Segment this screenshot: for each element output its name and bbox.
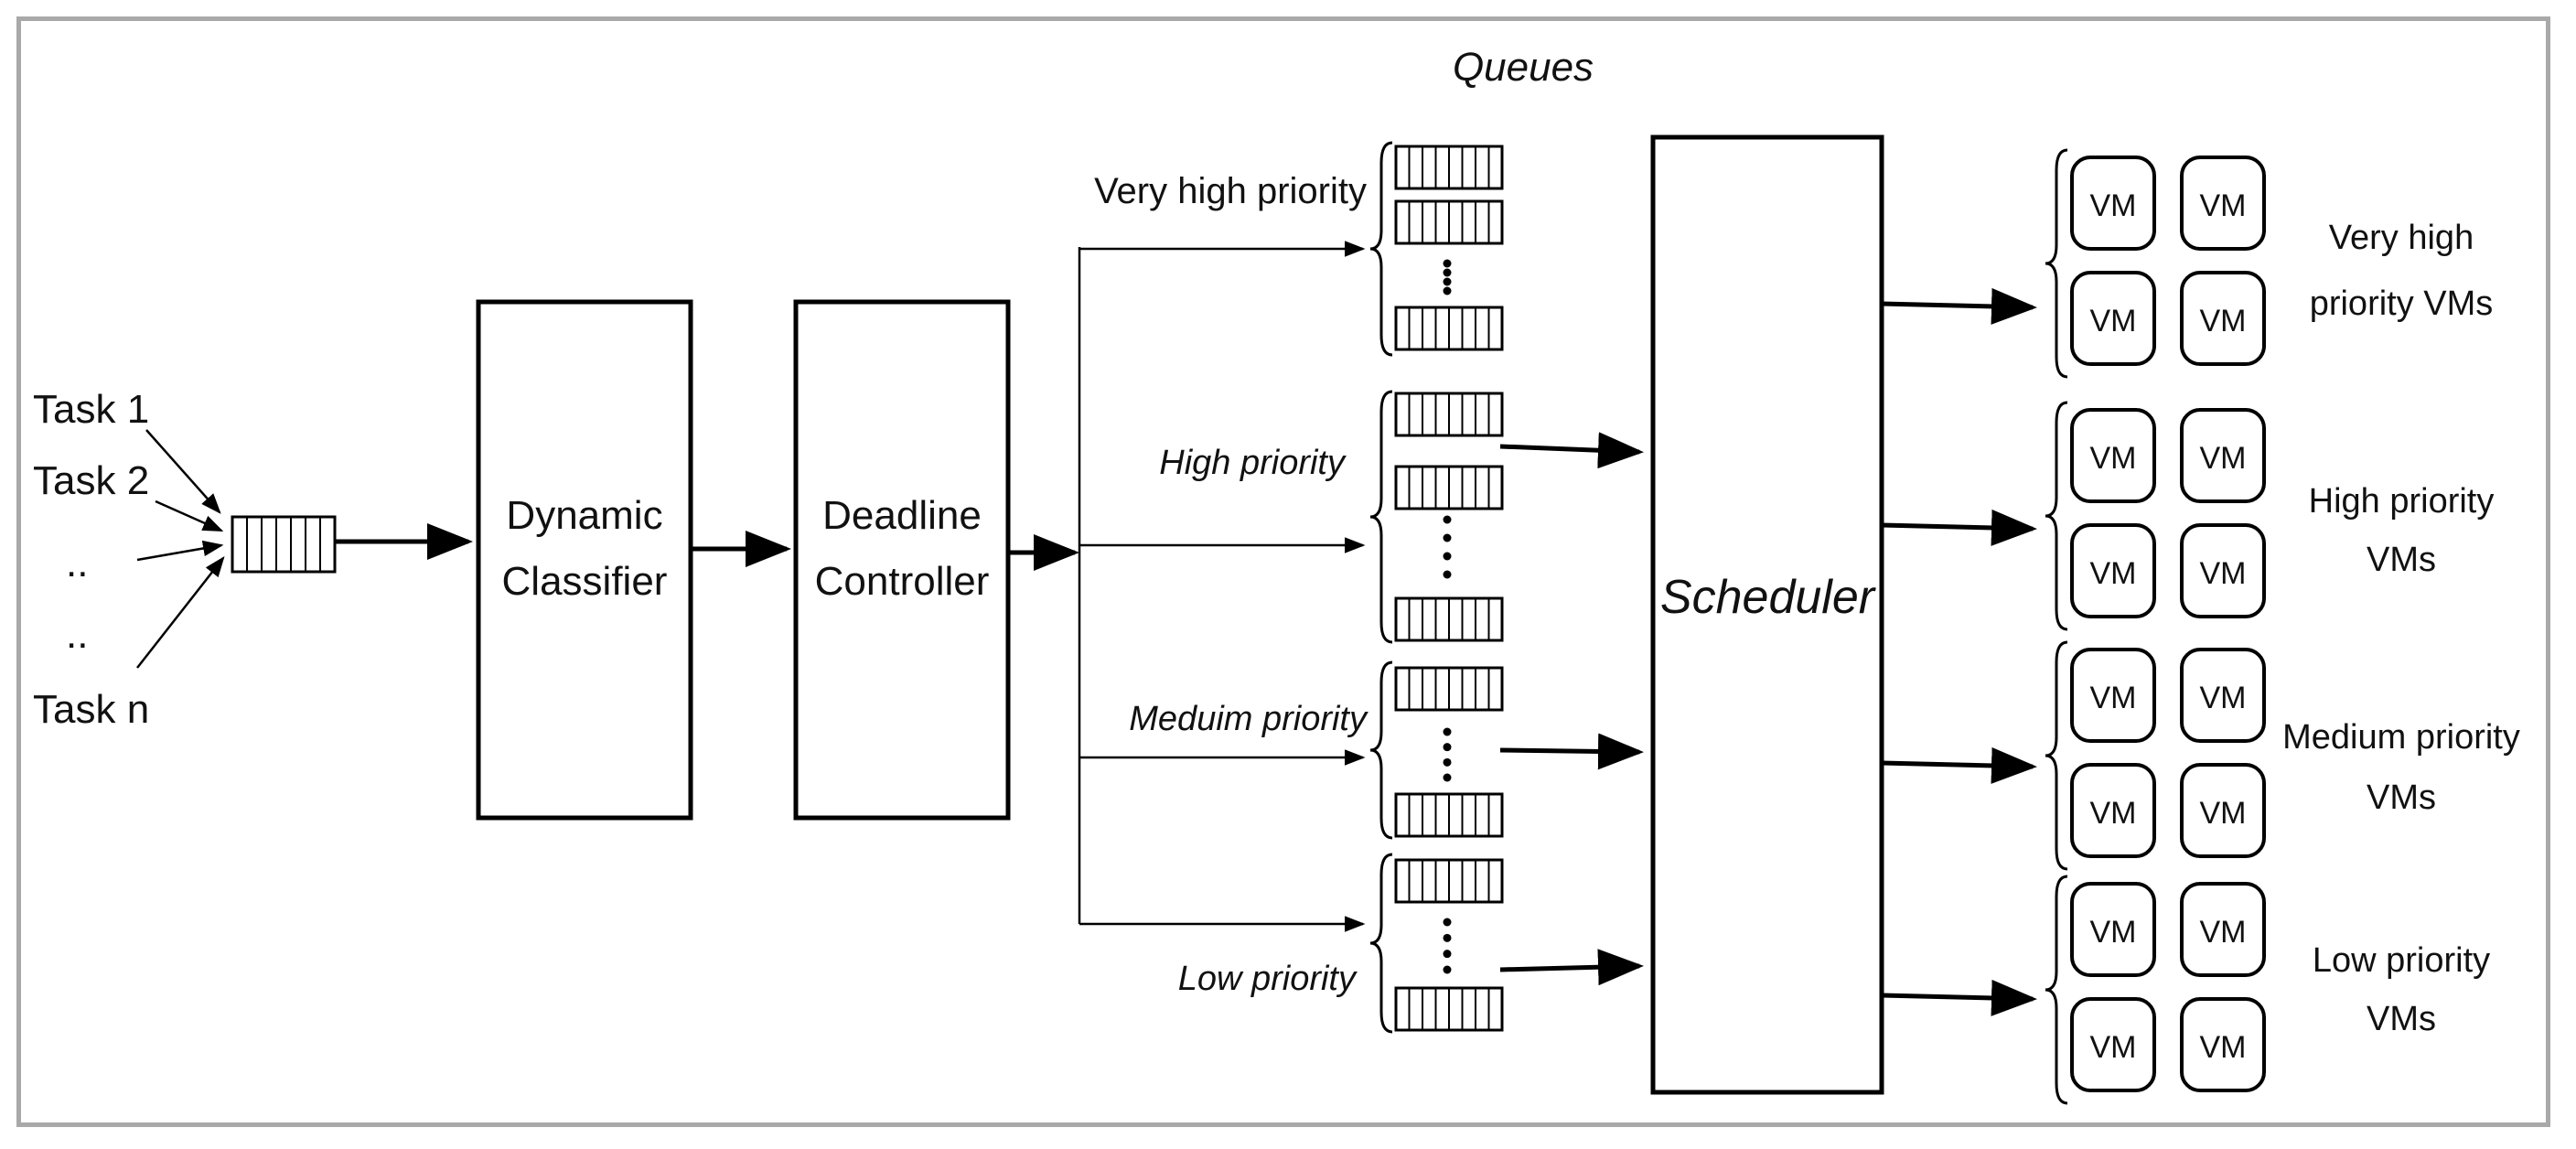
queue-bar-medium-1	[1394, 666, 1504, 712]
queue-bar-medium-2	[1394, 792, 1504, 838]
vm-label-medium-line2: VMs	[2367, 779, 2436, 817]
vm-very-high-2: VM	[2180, 156, 2266, 251]
vm-label-very-high-line2: priority VMs	[2310, 285, 2494, 323]
vm-high-1: VM	[2070, 408, 2156, 503]
vm-group-medium: VM VM VM VM	[2045, 640, 2266, 871]
splitter-arrows	[1079, 241, 1366, 932]
vm-high-2: VM	[2180, 408, 2266, 503]
queue-brace-low	[1369, 853, 1393, 1034]
queue-bar-very-high-3	[1394, 306, 1504, 351]
vm-low-4: VM	[2180, 997, 2266, 1092]
vm-label: VM	[2090, 304, 2137, 338]
dynamic-classifier-label-line2: Classifier	[502, 559, 668, 604]
queue-bar-very-high-2	[1394, 199, 1504, 245]
vm-label: VM	[2200, 441, 2247, 476]
vm-low-2: VM	[2180, 882, 2266, 977]
queue-dots-medium	[1443, 727, 1452, 782]
vm-label-high-line1: High priority	[2309, 482, 2495, 521]
queue-brace-very-high	[1369, 141, 1393, 357]
vm-very-high-4: VM	[2180, 271, 2266, 366]
queue-brace-medium	[1369, 660, 1393, 840]
deadline-controller-box	[793, 299, 1011, 821]
deadline-controller-label-line1: Deadline	[822, 493, 982, 538]
vm-label: VM	[2200, 556, 2247, 591]
queue-bar-low-1	[1394, 858, 1504, 904]
vm-label: VM	[2200, 188, 2247, 223]
vm-brace-medium	[2045, 640, 2068, 871]
queue-dots-low	[1443, 918, 1452, 974]
vm-high-4: VM	[2180, 523, 2266, 618]
queues-title: Queues	[1453, 45, 1594, 90]
vm-very-high-3: VM	[2070, 271, 2156, 366]
vm-label: VM	[2200, 796, 2247, 831]
vm-groups: VM VM VM VM VM VM VM VM VM VM VM VM VM VM VM VM	[2045, 148, 2266, 1105]
vm-label: VM	[2090, 441, 2137, 476]
queue-dots-very-high	[1443, 259, 1452, 295]
vm-low-1: VM	[2070, 882, 2156, 977]
priority-label-medium: Meduim priority	[1129, 700, 1368, 738]
vm-brace-very-high	[2045, 148, 2068, 379]
scheduler-to-vm-arrows	[1881, 287, 2037, 1016]
queue-group-medium	[1369, 660, 1504, 840]
vm-low-3: VM	[2070, 997, 2156, 1092]
vm-label: VM	[2090, 556, 2137, 591]
vm-group-very-high: VM VM VM VM	[2045, 148, 2266, 379]
priority-label-low: Low priority	[1178, 960, 1358, 998]
scheduler-label: Scheduler	[1660, 571, 1877, 624]
vm-label: VM	[2090, 188, 2137, 223]
vm-very-high-1: VM	[2070, 156, 2156, 251]
queue-bar-very-high-1	[1394, 145, 1504, 190]
vm-medium-3: VM	[2070, 763, 2156, 858]
task-label-n: Task n	[33, 687, 149, 732]
vm-brace-low	[2045, 875, 2068, 1105]
vm-label-low-line2: VMs	[2367, 1000, 2436, 1038]
deadline-controller-label-line2: Controller	[815, 559, 990, 604]
vm-group-low: VM VM VM VM	[2045, 875, 2266, 1105]
queue-group-low	[1369, 853, 1504, 1034]
queue-dots-high	[1443, 515, 1452, 579]
queue-brace-high	[1369, 390, 1393, 644]
vm-label: VM	[2090, 1030, 2137, 1065]
vm-label: VM	[2090, 681, 2137, 715]
vm-label: VM	[2090, 796, 2137, 831]
dynamic-classifier-label-line1: Dynamic	[506, 493, 662, 538]
vm-label-low-line1: Low priority	[2313, 941, 2490, 980]
vm-label-very-high-line1: Very high	[2329, 219, 2474, 257]
input-queue	[231, 515, 337, 574]
vm-label-medium-line1: Medium priority	[2282, 718, 2520, 757]
task-arrows	[136, 429, 225, 669]
vm-label: VM	[2200, 681, 2247, 715]
queue-group-high	[1369, 390, 1504, 644]
vm-medium-4: VM	[2180, 763, 2266, 858]
scheduler-box	[1650, 134, 1884, 1095]
queue-bar-low-2	[1394, 986, 1504, 1032]
vm-high-3: VM	[2070, 523, 2156, 618]
priority-label-high: High priority	[1159, 444, 1347, 482]
queue-bar-high-3	[1394, 596, 1504, 642]
priority-label-very-high: Very high priority	[1094, 171, 1367, 211]
task-label-dots-1: ..	[66, 541, 88, 585]
queue-bar-high-2	[1394, 465, 1504, 510]
queue-bar-high-1	[1394, 392, 1504, 437]
priority-queue-groups	[1369, 141, 1504, 1034]
vm-label: VM	[2090, 915, 2137, 950]
vm-brace-high	[2045, 401, 2068, 631]
vm-medium-2: VM	[2180, 648, 2266, 743]
task-label-1: Task 1	[33, 387, 149, 432]
vm-group-high: VM VM VM VM	[2045, 401, 2266, 631]
task-label-dots-2: ..	[66, 612, 88, 657]
vm-label: VM	[2200, 1030, 2247, 1065]
vm-label-high-line2: VMs	[2367, 541, 2436, 579]
vm-medium-1: VM	[2070, 648, 2156, 743]
dynamic-classifier-box	[476, 299, 693, 821]
vm-label: VM	[2200, 304, 2247, 338]
queues-to-scheduler-arrows	[1499, 432, 1644, 986]
queue-group-very-high	[1369, 141, 1504, 357]
task-label-2: Task 2	[33, 458, 149, 503]
vm-label: VM	[2200, 915, 2247, 950]
